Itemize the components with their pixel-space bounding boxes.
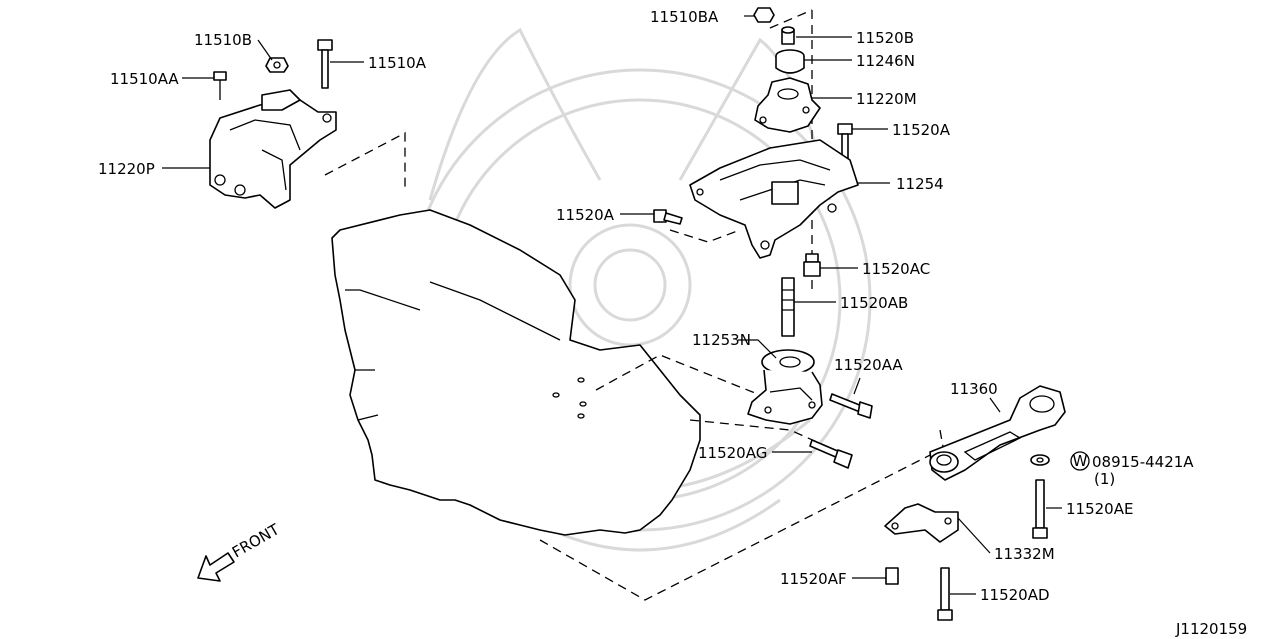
callout-11520a-top: 11520A (892, 121, 951, 139)
callout-quantity: (1) (1094, 470, 1115, 488)
callout-11254: 11254 (896, 175, 944, 193)
bracket-11253n (747, 349, 823, 425)
reference-code: J1120159 (1175, 620, 1247, 638)
callout-11520ad: 11520AD (980, 586, 1050, 604)
front-label: FRONT (229, 520, 283, 562)
bolt-11510a (317, 39, 333, 89)
callout-11220m: 11220M (856, 90, 917, 108)
callout-11220p: 11220P (98, 160, 155, 178)
bolt-11520ag (809, 439, 853, 469)
bolt-11520af (885, 567, 899, 585)
mount-11220p (209, 89, 337, 209)
stud-11520ab (781, 277, 795, 337)
callout-11332m: 11332M (994, 545, 1055, 563)
front-indicator: FRONT (197, 520, 283, 582)
nut-11510ba (753, 7, 775, 23)
spacer-11246n (775, 49, 805, 74)
torque-rod-11360 (929, 385, 1066, 481)
bolt-11510aa (213, 71, 227, 100)
callout-08915-4421a: 08915-4421A (1092, 453, 1194, 471)
engine-block (331, 209, 701, 536)
callout-11520a-left: 11520A (556, 206, 615, 224)
callout-11253n: 11253N (692, 331, 751, 349)
callout-11520ag: 11520AG (698, 444, 767, 462)
washer-08915-4421a (1030, 454, 1050, 466)
callout-11520ae: 11520AE (1066, 500, 1133, 518)
callout-11360: 11360 (950, 380, 998, 398)
mount-11220m (754, 77, 821, 133)
bolt-11520ae (1032, 479, 1048, 539)
callout-leaders (162, 15, 1062, 595)
callout-11510b: 11510B (194, 31, 252, 49)
callout-11520aa: 11520AA (834, 356, 903, 374)
bolt-11520a-left (653, 209, 683, 225)
bolt-11520ad (937, 567, 953, 621)
stud-11520b (781, 26, 795, 45)
callout-11246n: 11246N (856, 52, 915, 70)
callout-11520b: 11520B (856, 29, 914, 47)
bracket-11332m (884, 503, 959, 543)
bracket-11254 (689, 139, 859, 259)
nut-11510b (265, 57, 289, 73)
callout-11520ab: 11520AB (840, 294, 908, 312)
callout-11510ba: 11510BA (650, 8, 719, 26)
callout-11520ac: 11520AC (862, 260, 930, 278)
callout-labels: 11510BA 11520B 11246N 11220M 11520A 1125… (98, 8, 1247, 638)
washer-symbol-letter: W (1073, 452, 1088, 470)
bolt-11520ac (803, 253, 821, 277)
bolt-11520aa (829, 393, 873, 419)
washer-symbol: W (1070, 451, 1090, 471)
callout-11510aa: 11510AA (110, 70, 179, 88)
callout-11520af: 11520AF (780, 570, 847, 588)
callout-11510a: 11510A (368, 54, 427, 72)
